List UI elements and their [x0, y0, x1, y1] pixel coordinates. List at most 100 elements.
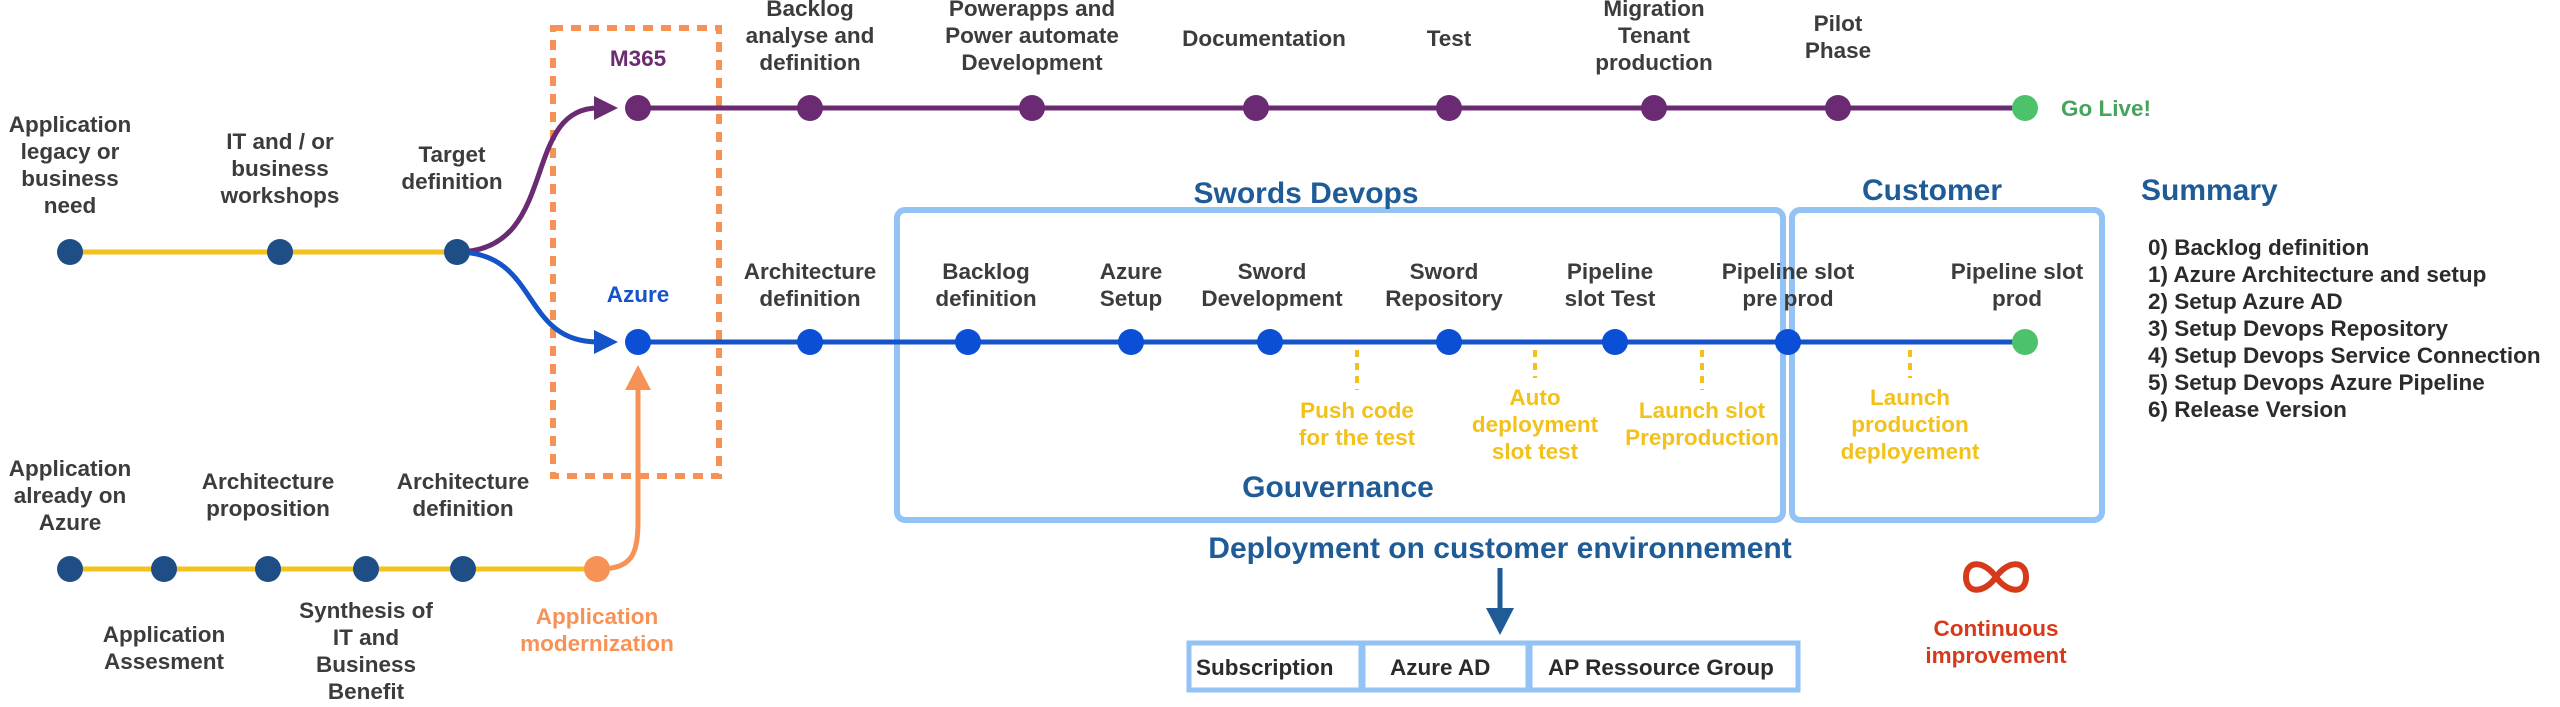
azure-milestone-dot — [1775, 329, 1801, 355]
legacy-label-need-line: legacy or — [21, 139, 120, 164]
resource-group-label: AP Ressource Group — [1548, 655, 1774, 680]
legacy-label-target-line: definition — [401, 169, 502, 194]
modernization-label-line: Application — [536, 604, 659, 629]
m365-step-label-line: Development — [961, 50, 1103, 75]
m365-step-label: Documentation — [1182, 26, 1346, 51]
yellow-note-label-line: Launch — [1870, 385, 1950, 410]
m365-step-label-line: Power automate — [945, 23, 1119, 48]
application-assesment-label-line: Application — [103, 622, 226, 647]
swords-devops-box — [894, 207, 1786, 523]
already-azure-label-line: already on — [14, 483, 127, 508]
resource-group-box — [1527, 640, 1801, 693]
azure-milestone-dot — [1436, 329, 1462, 355]
legacy-label-need-line: business — [21, 166, 119, 191]
summary-item: 2) Setup Azure AD — [2148, 289, 2343, 314]
architecture-definition-label-1-line: definition — [412, 496, 513, 521]
architecture-definition-label-1-line: Architecture — [397, 469, 530, 494]
modernization-dot — [584, 556, 610, 582]
yellow-note-label-line: slot test — [1492, 439, 1579, 464]
m365-milestone-dot — [1019, 95, 1045, 121]
m365-step-label-line: Phase — [1805, 38, 1871, 63]
modernization-label-line: modernization — [520, 631, 674, 656]
legacy-milestone-dot — [57, 239, 83, 265]
azure-step-label-line: definition — [935, 286, 1036, 311]
m365-milestone-dot — [1243, 95, 1269, 121]
azure-step-label-line: Sword — [1238, 259, 1307, 284]
azure-milestone-dot — [797, 329, 823, 355]
m365-step-label-line: Test — [1427, 26, 1472, 51]
summary-item: 5) Setup Devops Azure Pipeline — [2148, 370, 2485, 395]
modernization-arrowhead — [625, 365, 651, 390]
go-live-label: Go Live! — [2061, 96, 2151, 121]
yellow-note-label-line: for the test — [1299, 425, 1416, 450]
m365-step-label-line: Tenant — [1618, 23, 1691, 48]
m365-step-label-line: Powerapps and — [949, 0, 1115, 21]
m365-step-label: Test — [1427, 26, 1472, 51]
already-azure-milestone-dot — [255, 556, 281, 582]
subscription-box — [1186, 640, 1364, 693]
m365-milestone-dot — [1641, 95, 1667, 121]
gouvernance-title: Gouvernance — [1242, 471, 1434, 504]
m365-step-label-line: Documentation — [1182, 26, 1346, 51]
azure-step-label-line: Pipeline — [1567, 259, 1653, 284]
branch-to-azure — [456, 249, 599, 345]
already-azure-milestone-dot — [353, 556, 379, 582]
azure-step-label-line: pre prod — [1742, 286, 1833, 311]
legacy-label-need-line: need — [44, 193, 97, 218]
summary-item: 6) Release Version — [2148, 397, 2347, 422]
yellow-note-label-line: Preproduction — [1625, 425, 1779, 450]
azure-step-label-line: definition — [759, 286, 860, 311]
m365-milestone-dot — [797, 95, 823, 121]
m365-step-label-line: production — [1595, 50, 1712, 75]
already-azure-label-line: Application — [9, 456, 132, 481]
yellow-note-label-line: Launch slot — [1639, 398, 1766, 423]
azure-step-label-line: Repository — [1385, 286, 1503, 311]
synthesis-label-line: Synthesis of — [299, 598, 433, 623]
architecture-proposition-label-line: Architecture — [202, 469, 335, 494]
legacy-label-target-line: Target — [418, 142, 486, 167]
m365-milestone-dot — [1436, 95, 1462, 121]
subscription-label: Subscription — [1196, 655, 1334, 680]
already-azure-milestone-dot — [151, 556, 177, 582]
yellow-note-label-line: Auto — [1509, 385, 1560, 410]
synthesis-label-line: Benefit — [328, 679, 405, 704]
m365-milestone-dot — [1825, 95, 1851, 121]
branch-to-m365 — [456, 105, 599, 255]
azure-milestone-dot — [625, 329, 651, 355]
summary-item: 0) Backlog definition — [2148, 235, 2369, 260]
legacy-milestone-dot — [444, 239, 470, 265]
azure-step-label-line: slot Test — [1565, 286, 1656, 311]
azure-step-label-line: Backlog — [942, 259, 1030, 284]
already-azure-label-line: Azure — [39, 510, 102, 535]
yellow-note-label-line: deployment — [1472, 412, 1599, 437]
customer-title: Customer — [1862, 174, 2002, 207]
legacy-label-workshops-line: business — [231, 156, 329, 181]
deployment-arrowhead — [1486, 608, 1514, 635]
m365-step-label-line: Backlog — [766, 0, 854, 21]
azure-ad-label: Azure AD — [1390, 655, 1490, 680]
continuous-improvement-label-line: improvement — [1925, 643, 2067, 668]
